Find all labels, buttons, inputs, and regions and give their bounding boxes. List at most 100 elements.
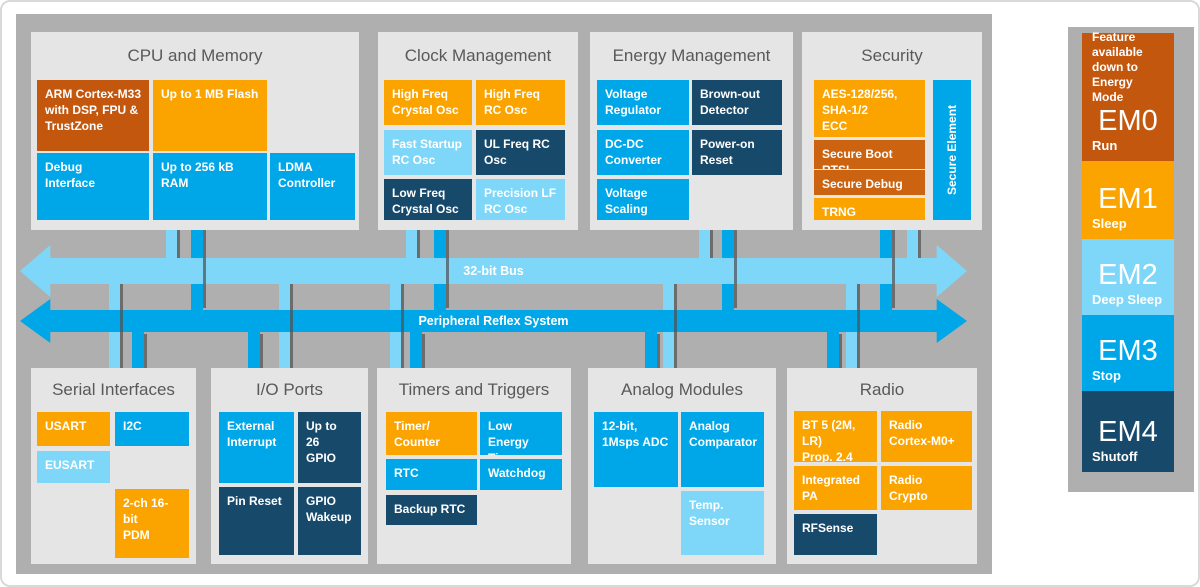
legend-em0-label: Run	[1092, 138, 1118, 153]
connector-shadow	[422, 334, 425, 368]
energy-mode-legend: Feature available down to Energy Mode EM…	[1068, 27, 1194, 492]
block-low-energy-timer: Low Energy Timer	[480, 412, 562, 455]
block-adc: 12-bit, 1Msps ADC	[594, 412, 678, 487]
section-cpu-memory: CPU and Memory ARM Cortex-M33 with DSP, …	[31, 32, 359, 230]
bus-connector	[406, 230, 417, 272]
legend-em2: EM2 Deep Sleep	[1082, 239, 1174, 315]
legend-em4-id: EM4	[1098, 415, 1158, 448]
connector-shadow	[177, 230, 180, 258]
block-brown-out-detector: Brown-out Detector	[692, 80, 782, 125]
connector-shadow	[918, 230, 921, 258]
connector-shadow	[144, 334, 147, 368]
section-security: Security AES-128/256, SHA-1/2 ECC Secure…	[802, 32, 982, 230]
block-analog-comparator: Analog Comparator	[681, 412, 764, 487]
connector-shadow	[401, 284, 404, 368]
connector-shadow	[446, 230, 449, 308]
bus-connector	[699, 230, 710, 272]
connector-shadow	[290, 284, 293, 368]
legend-em3-label: Stop	[1092, 368, 1121, 383]
block-voltage-regulator: Voltage Regulator	[597, 80, 689, 125]
section-title: Radio	[859, 380, 905, 399]
block-secure-debug: Secure Debug	[814, 170, 925, 195]
block-flash: Up to 1 MB Flash	[153, 80, 267, 151]
block-timer-counter: Timer/ Counter	[386, 412, 477, 455]
block-watchdog: Watchdog	[480, 459, 562, 490]
block-lf-crystal-osc: Low Freq Crystal Osc	[384, 179, 472, 220]
legend-em4: EM4 Shutoff	[1082, 391, 1174, 472]
legend-em0: Feature available down to Energy Mode EM…	[1082, 29, 1174, 161]
block-secure-element: Secure Element	[933, 80, 971, 220]
block-hf-rc-osc: High Freq RC Osc	[476, 80, 565, 125]
legend-em1-id: EM1	[1098, 182, 1158, 215]
legend-em0-id: EM0	[1098, 104, 1158, 137]
bus-32bit-label: 32-bit Bus	[463, 264, 524, 278]
connector-shadow	[657, 334, 660, 368]
section-timers-triggers: Timers and Triggers Timer/ Counter Low E…	[377, 368, 571, 564]
section-title: Analog Modules	[621, 380, 743, 399]
block-bt5: BT 5 (2M, LR) Prop. 2.4 GHz	[794, 411, 877, 462]
block-ldma-controller: LDMA Controller	[270, 153, 355, 220]
block-arm-cortex-m33: ARM Cortex-M33 with DSP, FPU & TrustZone	[37, 80, 149, 151]
section-title: Security	[861, 46, 923, 65]
block-voltage-scaling: Voltage Scaling	[597, 179, 689, 220]
connector-shadow	[734, 230, 737, 308]
legend-em3-id: EM3	[1098, 334, 1158, 367]
bus-connector	[248, 322, 260, 368]
legend-em3: EM3 Stop	[1082, 315, 1174, 391]
connector-shadow	[839, 334, 842, 368]
block-ram: Up to 256 kB RAM	[153, 153, 267, 220]
block-fast-startup-rc-osc: Fast Startup RC Osc	[384, 130, 472, 175]
connector-shadow	[417, 230, 420, 258]
connector-shadow	[260, 334, 263, 368]
connector-shadow	[892, 230, 895, 308]
block-eusart: EUSART	[37, 451, 110, 483]
section-analog-modules: Analog Modules 12-bit, 1Msps ADC Analog …	[588, 368, 776, 564]
section-radio: Radio BT 5 (2M, LR) Prop. 2.4 GHz Radio …	[787, 368, 977, 564]
section-clock-management: Clock Management High Freq Crystal Osc H…	[378, 32, 578, 230]
block-temp-sensor: Temp. Sensor	[681, 491, 764, 555]
block-gpio: Up to 26 GPIO	[298, 412, 361, 483]
legend-em1: EM1 Sleep	[1082, 161, 1174, 239]
section-energy-management: Energy Management Voltage Regulator Brow…	[590, 32, 793, 230]
bus-connector	[166, 230, 177, 272]
block-rfsense: RFSense	[794, 514, 877, 555]
block-ul-freq-rc-osc: UL Freq RC Osc	[476, 130, 565, 175]
connector-shadow	[120, 284, 123, 368]
block-pdm: 2-ch 16-bit PDM	[115, 489, 189, 558]
legend-em4-label: Shutoff	[1092, 449, 1138, 464]
connector-shadow	[203, 230, 206, 308]
block-external-interrupt: External Interrupt	[219, 412, 294, 483]
legend-em2-label: Deep Sleep	[1092, 292, 1163, 307]
block-aes-sha-ecc: AES-128/256, SHA-1/2 ECC	[814, 80, 925, 137]
bus-connector	[645, 322, 657, 368]
section-title: I/O Ports	[255, 380, 324, 399]
connector-shadow	[710, 230, 713, 258]
bus-connector	[827, 322, 839, 368]
block-gpio-wakeup: GPIO Wakeup	[298, 487, 361, 555]
section-title: Energy Management	[612, 46, 771, 65]
bus-connector	[907, 230, 918, 272]
section-io-ports: I/O Ports External Interrupt Up to 26 GP…	[211, 368, 368, 564]
block-backup-rtc: Backup RTC	[386, 495, 477, 525]
connector-shadow	[674, 284, 677, 368]
section-title: Serial Interfaces	[52, 380, 175, 399]
block-radio-crypto: Radio Crypto	[881, 466, 972, 510]
bus-prs-label: Peripheral Reflex System	[418, 314, 569, 328]
legend-header: Feature available down to Energy Mode	[1092, 29, 1143, 104]
block-i2c: I2C	[115, 412, 189, 446]
block-dcdc-converter: DC-DC Converter	[597, 130, 689, 175]
connector-shadow	[857, 284, 860, 368]
block-radio-cortex-m0: Radio Cortex-M0+	[881, 411, 972, 462]
block-trng: TRNG	[814, 198, 925, 220]
block-hf-crystal-osc: High Freq Crystal Osc	[384, 80, 472, 125]
block-debug-interface: Debug Interface	[37, 153, 149, 220]
bus-connector	[132, 322, 144, 368]
legend-em2-id: EM2	[1098, 258, 1158, 291]
section-title: Clock Management	[404, 46, 552, 65]
section-title: Timers and Triggers	[398, 380, 550, 399]
block-pin-reset: Pin Reset	[219, 487, 294, 555]
block-integrated-pa: Integrated PA	[794, 466, 877, 510]
block-usart: USART	[37, 412, 110, 446]
legend-em1-label: Sleep	[1092, 216, 1127, 231]
